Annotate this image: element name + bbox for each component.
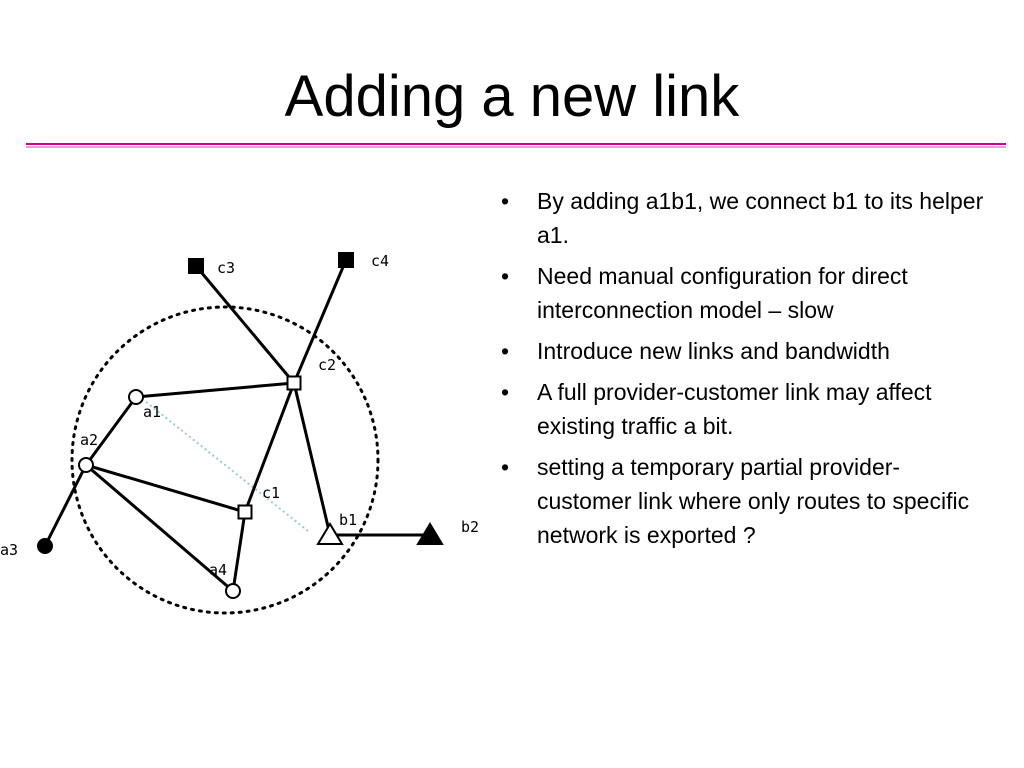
node-label-c4: c4 [371,252,389,270]
bullet-item: • Need manual configuration for direct i… [494,259,994,327]
node-a2-icon [78,457,94,473]
node-a3-icon [37,538,53,554]
bullet-text: Need manual configuration for direct int… [537,263,908,323]
edges [43,259,430,593]
title-divider-dark [26,143,1006,145]
link-a4-c1 [231,511,247,592]
node-label-c1: c1 [262,484,280,502]
node-a4-icon [225,583,241,599]
new-link-a1-b1 [145,401,309,532]
link-a2-a3 [43,464,88,547]
link-c2-c1 [243,382,296,513]
node-c2-icon [286,375,302,391]
link-c3-c2 [194,265,296,384]
bullet-item: • By adding a1b1, we connect b1 to its h… [494,184,994,252]
node-c3-icon [188,258,204,274]
bullet-marker: • [501,454,510,480]
bullet-list: • By adding a1b1, we connect b1 to its h… [494,184,994,559]
link-a1-a2 [84,396,138,466]
node-label-a4: a4 [209,561,227,579]
node-label-b1: b1 [339,511,357,529]
network-diagram: a1 a2 a3 a4 c1 c2 c3 c4 b1 b2 [0,252,479,615]
link-c4-c2 [292,259,348,384]
bullet-marker: • [501,188,510,214]
node-b2-icon [416,522,444,545]
node-label-c2: c2 [318,356,336,374]
node-b1-icon [316,522,344,545]
bullet-marker: • [501,338,510,364]
bullet-item: • A full provider-customer link may affe… [494,375,994,443]
bullet-text: By adding a1b1, we connect b1 to its hel… [537,188,984,248]
as-boundary-circle [70,305,380,615]
node-label-a1: a1 [143,403,161,421]
node-labels: a1 a2 a3 a4 c1 c2 c3 c4 b1 b2 [0,252,479,579]
node-c1-icon [237,504,253,520]
link-a1-c2 [135,381,295,399]
node-label-c3: c3 [217,259,235,277]
title-divider-light [26,146,1006,148]
slide-title: Adding a new link [284,64,740,129]
node-label-b2: b2 [461,518,479,536]
bullet-item: • setting a temporary partial provider-c… [494,450,994,552]
bullet-item: • Introduce new links and bandwidth [494,334,994,368]
node-label-a2: a2 [80,431,98,449]
link-c2-b1 [292,382,332,536]
bullet-text: A full provider-customer link may affect… [537,379,932,439]
bullet-text: setting a temporary partial provider-cus… [537,454,970,548]
node-a1-icon [128,389,144,405]
node-c4-icon [338,252,354,268]
bullet-marker: • [501,263,510,289]
nodes [37,252,444,599]
node-label-a3: a3 [0,541,18,559]
bullet-marker: • [501,379,510,405]
bullet-text: Introduce new links and bandwidth [537,338,890,364]
link-a2-a4 [85,463,234,593]
link-a2-c1 [85,463,246,514]
